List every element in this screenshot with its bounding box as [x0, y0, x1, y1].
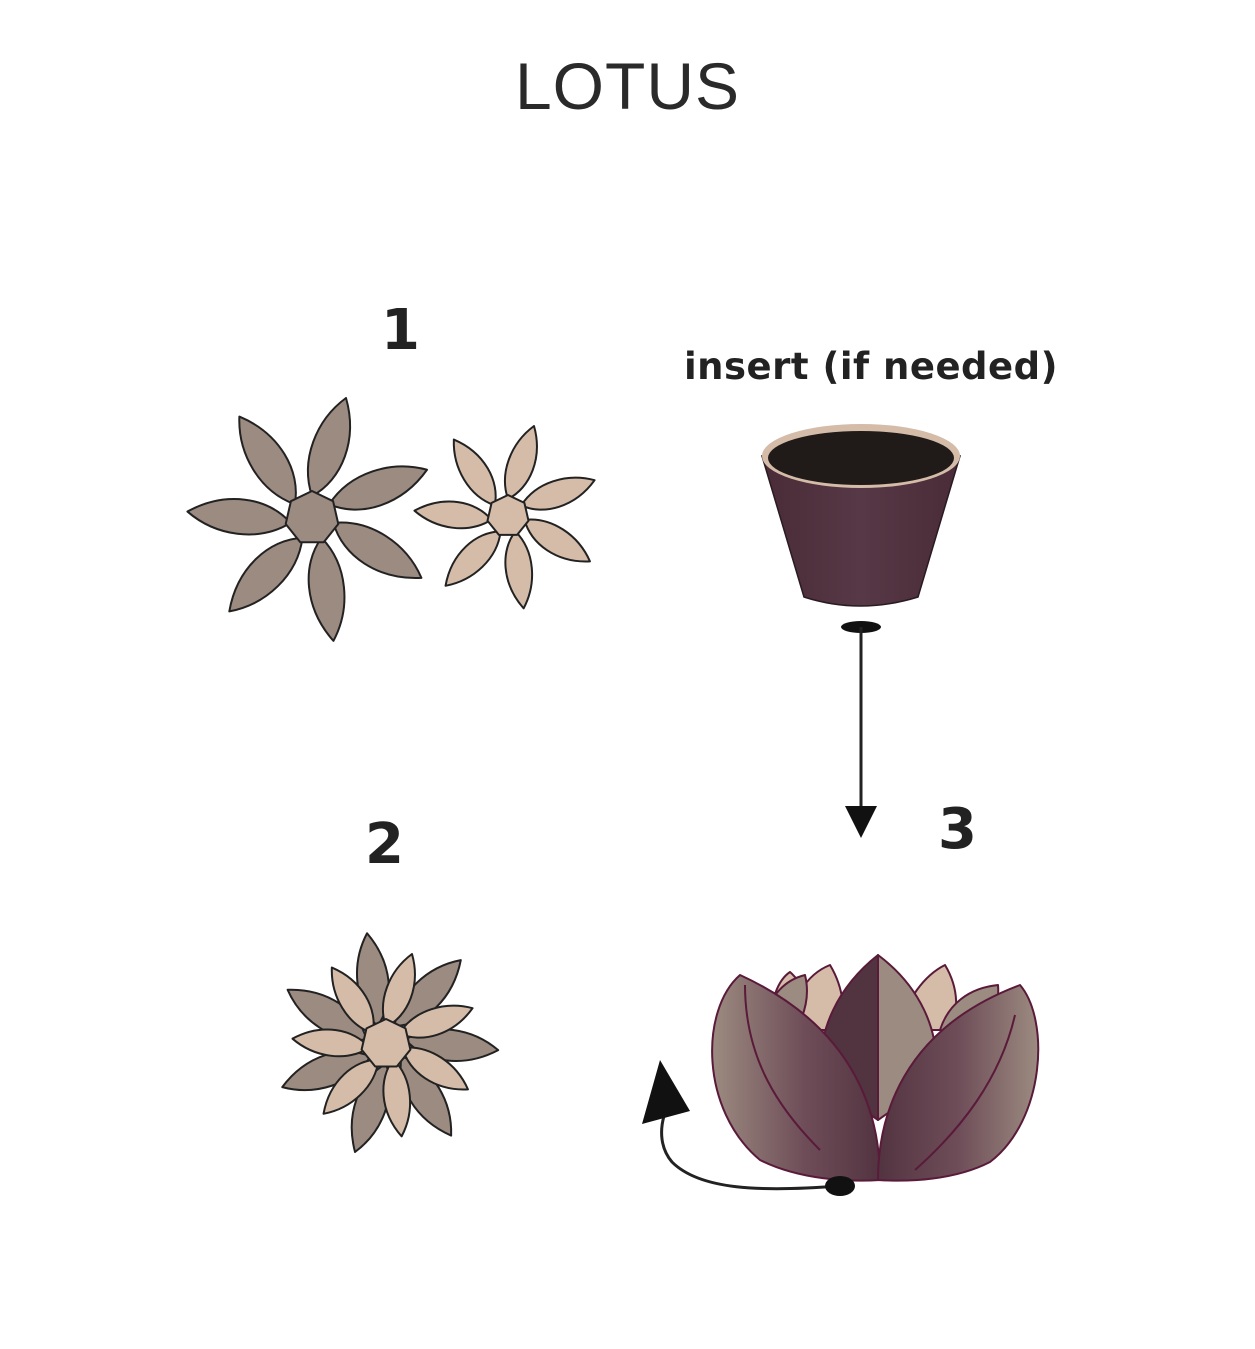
down-arrow: [841, 621, 881, 838]
insert-cup: [760, 424, 962, 607]
step-1-number: 1: [381, 298, 420, 363]
insert-label: insert (if needed): [684, 345, 1059, 388]
step-2-number: 2: [365, 812, 404, 877]
small-light-flower: [412, 425, 598, 611]
assembled-lotus: [711, 954, 1040, 1182]
stacked-flowers: [278, 930, 500, 1154]
diagram-title: LOTUS: [514, 49, 741, 123]
step-3-number: 3: [938, 797, 977, 862]
rotate-arrow: [642, 1060, 855, 1196]
large-dark-flower: [185, 397, 431, 644]
